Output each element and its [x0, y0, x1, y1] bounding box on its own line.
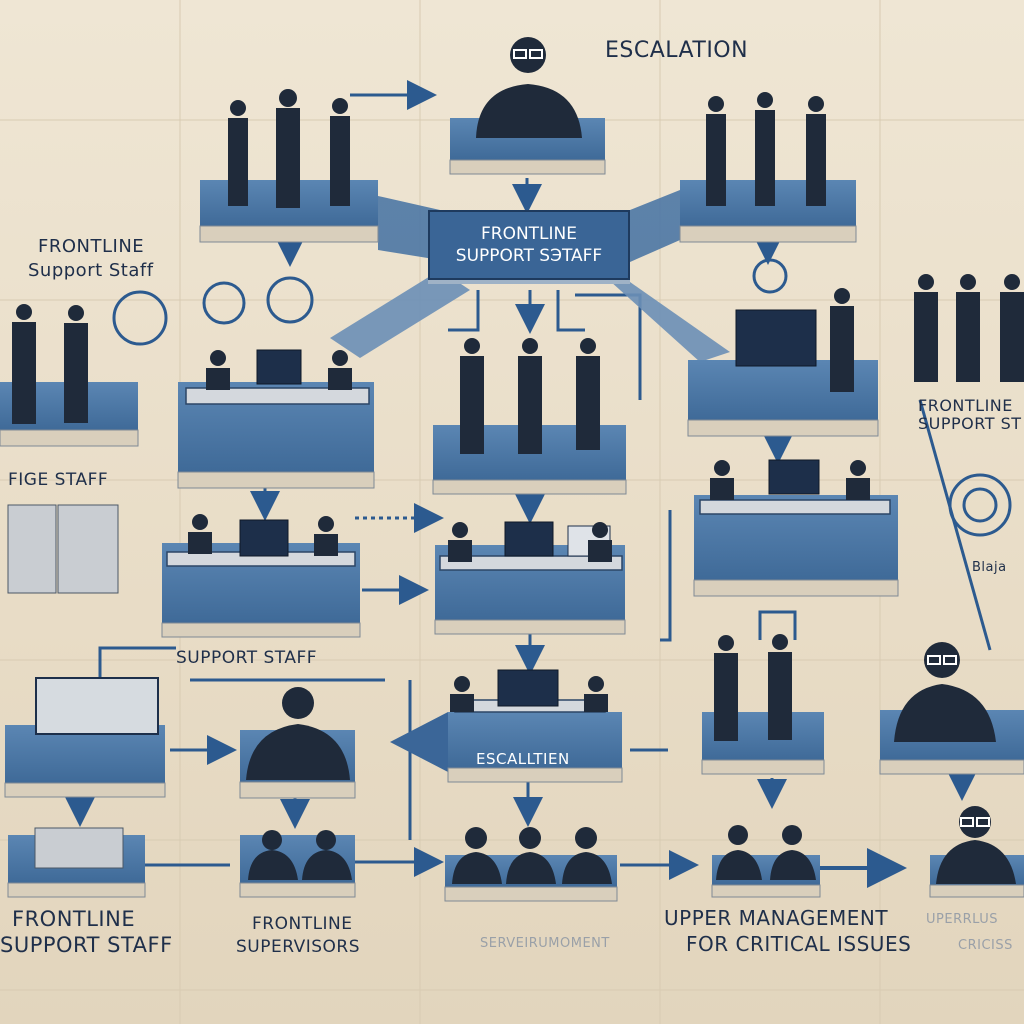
line-left-lower: [98, 646, 176, 678]
label-right-tag: Blaja: [972, 560, 1007, 575]
person-icon: [576, 338, 600, 450]
person-icon: [330, 98, 350, 206]
label-upper-management-1: UPPER MANAGEMENT: [664, 906, 889, 930]
person-icon: [248, 830, 298, 880]
ramp-left-top: [378, 196, 440, 260]
monitor-icon: [239, 519, 289, 557]
label-bottom-supervisors-1: FRONTLINE: [252, 914, 353, 934]
monitor-icon: [735, 309, 817, 367]
paper-stack-icon: [7, 504, 57, 594]
label-left-frontline-2: Support Staff: [28, 260, 154, 281]
glasses: [513, 49, 990, 827]
person-icon: [806, 96, 826, 206]
monitor-icon: [768, 459, 820, 495]
label-escalation-top: ESCALATION: [605, 38, 749, 63]
label-escalation-mid: ESCALLTIEN: [476, 750, 570, 768]
monitor-icon: [256, 349, 302, 385]
target-icon: [112, 290, 168, 346]
platform-monitor: [4, 725, 166, 798]
label-right-frontline-2: SUPPORT ST: [918, 414, 1022, 433]
person-icon: [188, 514, 212, 554]
person-icon: [894, 642, 996, 742]
person-icon: [830, 288, 854, 392]
paper-stacks: [7, 504, 124, 869]
label-left-frontline-1: FRONTLINE: [38, 236, 145, 257]
person-icon: [460, 338, 484, 454]
ramp-right-top: [630, 190, 680, 262]
label-bottom-faint: SERVEIRUMOMENT: [480, 936, 610, 951]
label-left-staff: FIGE STAFF: [8, 470, 109, 490]
person-icon: [246, 687, 350, 780]
person-icon: [506, 827, 556, 884]
monitor-icon: [504, 521, 554, 557]
person-icon: [12, 304, 36, 424]
person-icon: [768, 634, 792, 740]
person-icon: [936, 806, 1016, 884]
person-icon: [755, 92, 775, 206]
desk-left: [185, 387, 370, 405]
eye-icon: [752, 258, 788, 294]
label-far-right-1: UPERRLUS: [926, 912, 998, 927]
person-icon: [448, 522, 472, 562]
chat-icon: [202, 281, 246, 325]
ramp-center-left: [330, 270, 470, 358]
ramp-center-right: [600, 272, 730, 362]
person-icon: [956, 274, 980, 382]
paper-stack-icon: [34, 827, 124, 869]
label-bottom-supervisors-2: SUPERVISORS: [236, 937, 361, 957]
person-icon: [770, 825, 816, 880]
person-icon: [846, 460, 870, 500]
person-icon: [228, 100, 248, 206]
person-icon: [206, 350, 230, 390]
line-upper-right: [758, 610, 797, 640]
target-icon: [948, 473, 1012, 537]
desk-right: [699, 499, 891, 515]
desks: [166, 387, 891, 713]
badges: [112, 258, 1012, 537]
person-icon: [328, 350, 352, 390]
person-icon: [706, 96, 726, 206]
line-far-right: [918, 399, 992, 651]
escalation-arrow-head: [390, 712, 448, 772]
label-upper-management-2: FOR CRITICAL ISSUES: [686, 932, 912, 956]
paper-stack-icon: [57, 504, 119, 594]
person-icon: [452, 827, 502, 884]
person-icon: [588, 522, 612, 562]
person-icon: [914, 274, 938, 382]
people: [12, 37, 1024, 884]
person-icon: [314, 516, 338, 556]
center-title-line1: FRONTLINE: [480, 224, 577, 244]
person-icon: [302, 830, 352, 880]
person-icon: [276, 89, 300, 208]
person-icon: [562, 827, 612, 884]
person-icon: [714, 635, 738, 741]
person-icon: [450, 676, 474, 712]
label-right-frontline-1: FRONTLINE: [918, 396, 1013, 415]
person-icon: [716, 825, 762, 880]
center-title-box: FRONTLINE SUPPORT SЭTAFF: [428, 210, 630, 280]
ramps: [330, 190, 730, 772]
line-center-3: [556, 290, 585, 332]
line-center-1: [448, 290, 480, 332]
person-icon: [584, 676, 608, 712]
monitor-icon: [497, 669, 559, 707]
label-far-right-2: CRICISS: [958, 938, 1013, 953]
person-icon: [710, 460, 734, 500]
target-inner-icon: [962, 487, 998, 523]
monitor-icon: [35, 677, 159, 735]
label-bottom-left-1: FRONTLINE: [12, 907, 136, 931]
platform-escalation: [447, 712, 623, 783]
center-title-line2: SUPPORT SЭTAFF: [455, 246, 603, 266]
line-right-mid: [660, 510, 672, 642]
person-icon: [518, 338, 542, 454]
person-icon: [64, 305, 88, 423]
person-icon: [1000, 274, 1024, 382]
chat-icon: [266, 276, 314, 324]
label-bottom-left-2: SUPPORT STAFF: [0, 933, 173, 957]
label-support-staff-mid: SUPPORT STAFF: [176, 648, 318, 668]
person-icon: [476, 37, 582, 138]
